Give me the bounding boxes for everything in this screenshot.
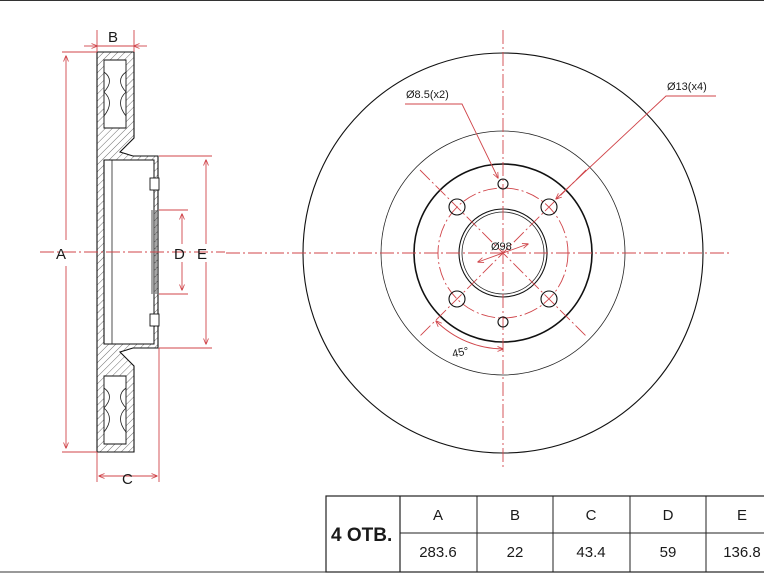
value-b: 22: [507, 544, 524, 561]
header-c: C: [586, 507, 597, 524]
bolt-holes-label: Ø13(x4): [667, 81, 707, 93]
header-e: E: [737, 507, 747, 524]
dim-c-label: C: [122, 471, 133, 488]
holes-count-label: 4 ОТВ.: [331, 525, 392, 546]
angle-label: 45°: [451, 345, 470, 360]
dim-a-label: A: [56, 246, 66, 263]
value-d: 59: [660, 544, 677, 561]
front-view: Ø8.5(x2) Ø13(x4) Ø98 45°: [226, 30, 730, 470]
small-hole: [497, 178, 509, 190]
small-holes-label: Ø8.5(x2): [406, 89, 449, 101]
value-e: 136.8: [723, 544, 761, 561]
bolt-hole: [448, 290, 466, 308]
header-a: A: [433, 507, 443, 524]
dim-b-label: B: [108, 29, 118, 46]
dim-d-label: D: [174, 246, 185, 263]
bolt-hole: [540, 290, 558, 308]
value-c: 43.4: [576, 544, 605, 561]
bolt-hole: [540, 198, 558, 216]
value-a: 283.6: [419, 544, 457, 561]
spec-table: 4 ОТВ. A B C D E 283.6 22 43.4 59 136.8: [325, 495, 764, 573]
side-view: A B C D E: [40, 29, 225, 488]
dim-e-label: E: [197, 246, 207, 263]
header-b: B: [510, 507, 520, 524]
center-bore-label: Ø98: [491, 241, 512, 253]
header-d: D: [663, 507, 674, 524]
bolt-hole: [448, 198, 466, 216]
